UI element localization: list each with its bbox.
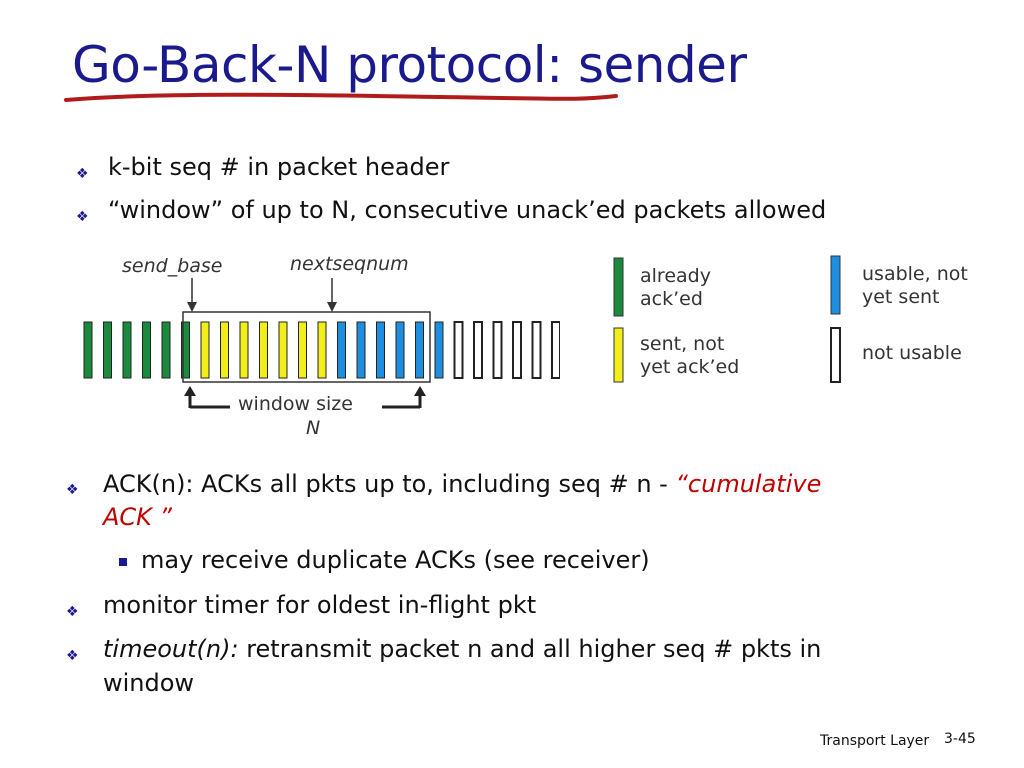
packet-notusable [453, 321, 464, 379]
packet-acked [142, 321, 151, 379]
packet-sent [200, 321, 210, 379]
window-size-label: window size [238, 393, 353, 415]
packet-acked [181, 321, 190, 379]
packet-usable [434, 321, 444, 379]
legend-usable-swatch [830, 255, 841, 315]
bullet-window: “window” of up to N, consecutive unack’e… [108, 196, 827, 224]
bullet-duplicate-acks: may receive duplicate ACKs (see receiver… [141, 546, 650, 574]
packet-usable [376, 321, 385, 379]
packet-acked [122, 321, 132, 379]
footer-section: Transport Layer [820, 733, 930, 749]
window-box [182, 311, 431, 383]
packet-usable [395, 321, 405, 379]
bullet-timer: monitor timer for oldest in-flight pkt [103, 591, 537, 619]
bullet-icon: ❖ [66, 648, 79, 664]
packet-sent [259, 321, 268, 379]
cumulative-ack-quote: “cumulative [675, 470, 822, 498]
packet-acked [83, 321, 93, 379]
sub-bullet-icon [119, 558, 127, 566]
title-underline [64, 92, 618, 102]
legend-sent-swatch [613, 327, 624, 383]
bullet-icon: ❖ [66, 482, 79, 498]
bullet-seq-header: k-bit seq # in packet header [108, 153, 450, 181]
legend-notusable-label: not usable [862, 342, 962, 364]
ack-prefix: ACK(n): ACKs all pkts up to, including s… [103, 470, 668, 498]
packet-sent [239, 321, 249, 379]
packet-notusable [512, 321, 522, 379]
packet-sent [220, 321, 229, 379]
packet-sent [278, 321, 288, 379]
timeout-label: timeout(n): [103, 635, 239, 663]
legend-acked-swatch [613, 257, 624, 317]
bullet-icon: ❖ [76, 166, 89, 182]
legend-notusable-swatch [830, 327, 841, 383]
packet-sequence [83, 321, 560, 379]
slide-title: Go-Back-N protocol: sender [72, 36, 747, 94]
send-base-arrowhead [187, 302, 197, 312]
cumulative-ack-quote-line2: ACK ” [103, 503, 172, 531]
packet-usable [415, 321, 424, 379]
bullet-icon: ❖ [76, 209, 89, 225]
send-base-label: send_base [122, 255, 222, 277]
packet-notusable [531, 321, 542, 379]
packet-usable [337, 321, 346, 379]
bullet-timeout-line2: window [103, 669, 195, 697]
footer-page-number: 3-45 [944, 731, 976, 747]
packet-sent [317, 321, 327, 379]
window-diagram: send_base nextseqnum window size N [83, 253, 560, 439]
window-size-left-arrowhead [184, 386, 196, 396]
packet-acked [103, 321, 112, 379]
packet-notusable [551, 321, 560, 379]
window-size-right-arrowhead [414, 386, 426, 396]
packet-sent [298, 321, 307, 379]
packet-usable [356, 321, 366, 379]
timeout-text: retransmit packet n and all higher seq #… [238, 635, 822, 663]
bullet-timeout: timeout(n): retransmit packet n and all … [103, 635, 821, 663]
nextseqnum-arrowhead [327, 302, 337, 312]
bullet-ack: ACK(n): ACKs all pkts up to, including s… [103, 470, 821, 498]
bullet-icon: ❖ [66, 604, 79, 620]
nextseqnum-label: nextseqnum [290, 253, 409, 275]
packet-notusable [473, 321, 483, 379]
packet-notusable [492, 321, 503, 379]
packet-acked [161, 321, 171, 379]
window-n-label: N [306, 417, 320, 439]
